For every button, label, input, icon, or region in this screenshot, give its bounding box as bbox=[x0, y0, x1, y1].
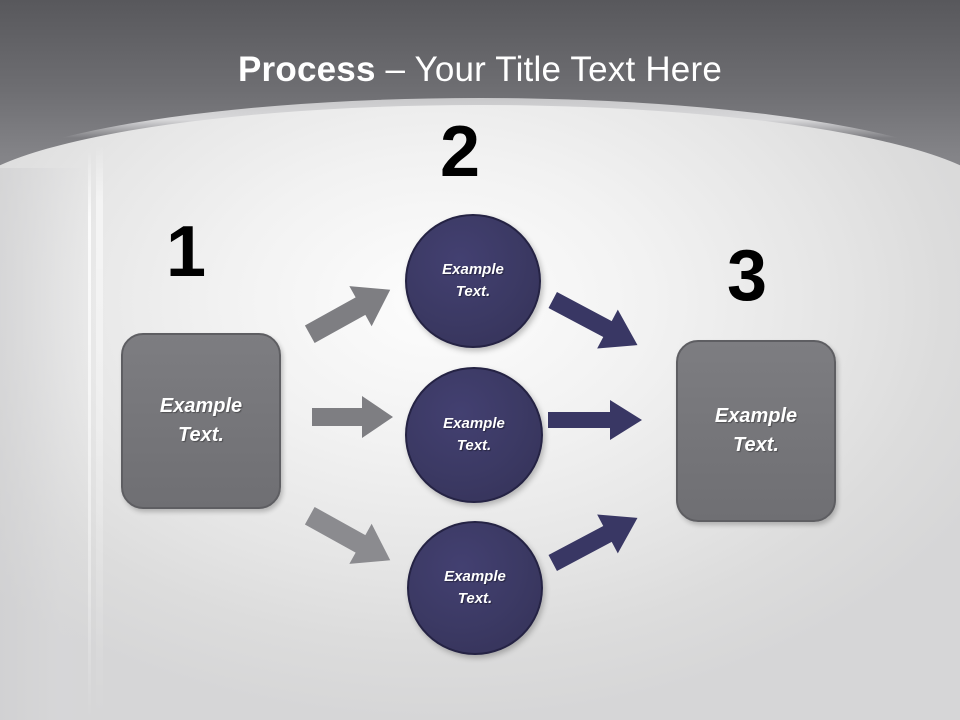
arrow-stage1-to-circle-top-icon bbox=[300, 272, 400, 352]
arrow-stage1-to-circle-middle-icon bbox=[310, 393, 395, 441]
stage-2-circle-bottom[interactable]: Example Text. bbox=[407, 521, 543, 655]
page-title-strong: Process bbox=[238, 50, 376, 89]
stage-2-circle-bottom-label-line2: Text. bbox=[457, 590, 493, 607]
stage-3-box[interactable]: Example Text. bbox=[676, 340, 836, 522]
arrow-stage1-to-circle-bottom-icon bbox=[300, 498, 400, 578]
left-edge-shade bbox=[0, 168, 86, 720]
stage-2-circle-top[interactable]: Example Text. bbox=[405, 214, 541, 348]
stage-numeral-3: 3 bbox=[727, 236, 768, 316]
arrow-circle-middle-to-stage3-icon bbox=[546, 397, 644, 443]
stage-2-circle-top-label-line1: Example bbox=[442, 260, 504, 278]
arrow-circle-bottom-to-stage3-icon bbox=[543, 500, 649, 580]
stage-3-label-line2: Text. bbox=[733, 434, 779, 456]
stage-2-circle-top-label-line2: Text. bbox=[455, 283, 491, 300]
stage-1-box[interactable]: Example Text. bbox=[121, 333, 281, 509]
stage-2-circle-bottom-label-line1: Example bbox=[444, 567, 506, 585]
arrow-circle-top-to-stage3-icon bbox=[543, 283, 649, 363]
stage-numeral-1: 1 bbox=[166, 212, 207, 292]
stage-2-circle-middle-label-line1: Example bbox=[443, 414, 505, 432]
vertical-highlight-wide bbox=[96, 145, 103, 720]
vertical-highlight-thin bbox=[88, 150, 91, 720]
stage-1-label-line1: Example bbox=[159, 395, 243, 417]
stage-3-label-line1: Example bbox=[714, 405, 798, 427]
page-title-rest: – Your Title Text Here bbox=[375, 50, 722, 89]
page-title: Process – Your Title Text Here bbox=[0, 50, 960, 90]
stage-numeral-2: 2 bbox=[440, 112, 481, 192]
stage-1-label-line2: Text. bbox=[178, 424, 224, 446]
stage-2-circle-middle[interactable]: Example Text. bbox=[405, 367, 543, 503]
stage-2-circle-middle-label-line2: Text. bbox=[456, 437, 492, 454]
